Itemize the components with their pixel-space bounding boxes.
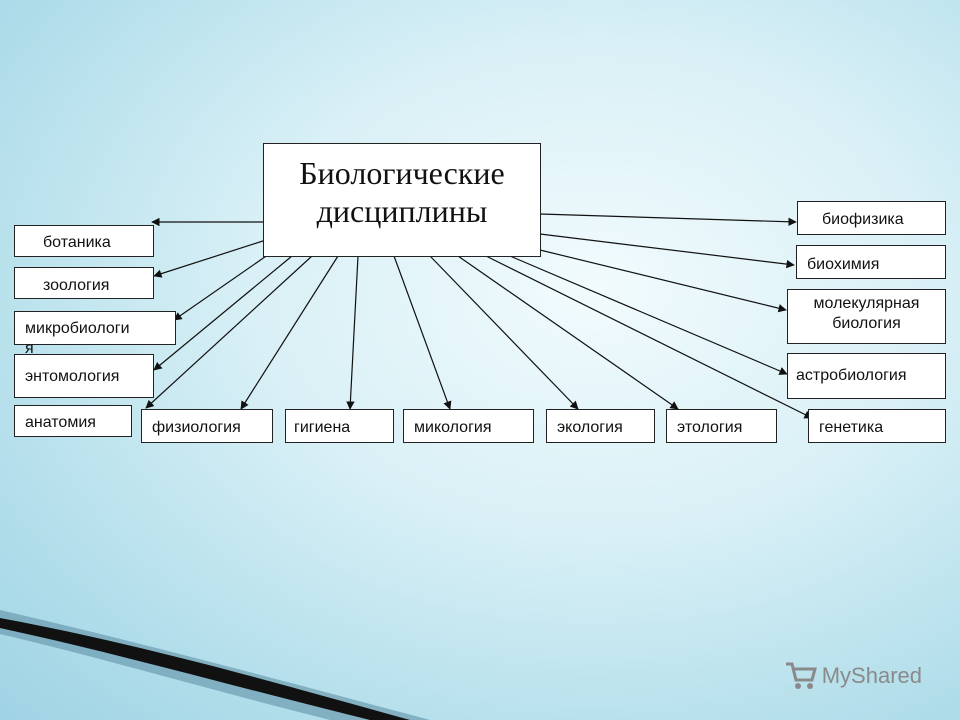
node-mycology: микология xyxy=(403,409,534,443)
node-ecology: экология xyxy=(546,409,655,443)
node-microbiology-overflow: я xyxy=(25,340,34,357)
node-entomology: энтомология xyxy=(14,354,154,398)
node-microbiology: микробиологи я xyxy=(14,311,176,357)
node-molecular-biology: молекулярная биология xyxy=(787,289,946,344)
node-genetics-label: генетика xyxy=(819,419,884,436)
arrow-mycology xyxy=(393,255,452,410)
arrow-genetics xyxy=(485,255,813,419)
node-hygiene-label: гигиена xyxy=(294,419,351,436)
node-biochemistry-label: биохимия xyxy=(807,256,880,273)
node-biophysics-label: биофизика xyxy=(822,211,904,228)
node-physiology: физиология xyxy=(141,409,273,443)
node-botany-label: ботаника xyxy=(43,234,111,251)
node-molecular-line2: биология xyxy=(832,315,901,332)
node-botany: ботаника xyxy=(14,225,154,257)
watermark: MyShared xyxy=(784,660,922,692)
arrow-biophysics xyxy=(539,213,797,226)
arrow-zoology xyxy=(153,239,267,278)
arrow-anatomy xyxy=(145,255,313,409)
arrow-astrobiology xyxy=(509,255,788,375)
arrow-molecular xyxy=(539,249,787,313)
node-zoology-label: зоология xyxy=(43,277,110,294)
node-biochemistry: биохимия xyxy=(796,245,946,279)
node-molecular-line1: молекулярная xyxy=(813,295,920,312)
node-astrobiology: астробиология xyxy=(787,353,946,399)
node-anatomy-label: анатомия xyxy=(25,414,96,431)
arrow-physiology xyxy=(240,255,339,410)
arrow-ecology xyxy=(429,255,579,410)
node-genetics: генетика xyxy=(808,409,946,443)
node-ethology-label: этология xyxy=(677,419,743,436)
center-node: Биологические дисциплины xyxy=(263,143,541,257)
cart-icon xyxy=(785,662,817,689)
node-physiology-label: физиология xyxy=(152,419,241,436)
arrow-biochemistry xyxy=(539,233,795,269)
node-microbiology-label: микробиологи xyxy=(25,320,130,337)
node-astrobiology-label: астробиология xyxy=(796,367,907,384)
node-ecology-label: экология xyxy=(557,419,623,436)
arrow-hygiene xyxy=(346,255,359,410)
node-anatomy: анатомия xyxy=(14,405,132,437)
center-node-line2: дисциплины xyxy=(316,193,488,229)
arrow-ethology xyxy=(457,255,679,410)
node-hygiene: гигиена xyxy=(285,409,394,443)
node-entomology-label: энтомология xyxy=(25,368,120,385)
arrow-entomology xyxy=(153,255,293,371)
watermark-text: MyShared xyxy=(821,663,922,688)
center-node-line1: Биологические xyxy=(299,155,505,191)
arrow-microbiology xyxy=(173,251,273,321)
node-ethology: этология xyxy=(666,409,777,443)
node-zoology: зоология xyxy=(14,267,154,299)
node-biophysics: биофизика xyxy=(797,201,946,235)
node-mycology-label: микология xyxy=(414,419,492,436)
